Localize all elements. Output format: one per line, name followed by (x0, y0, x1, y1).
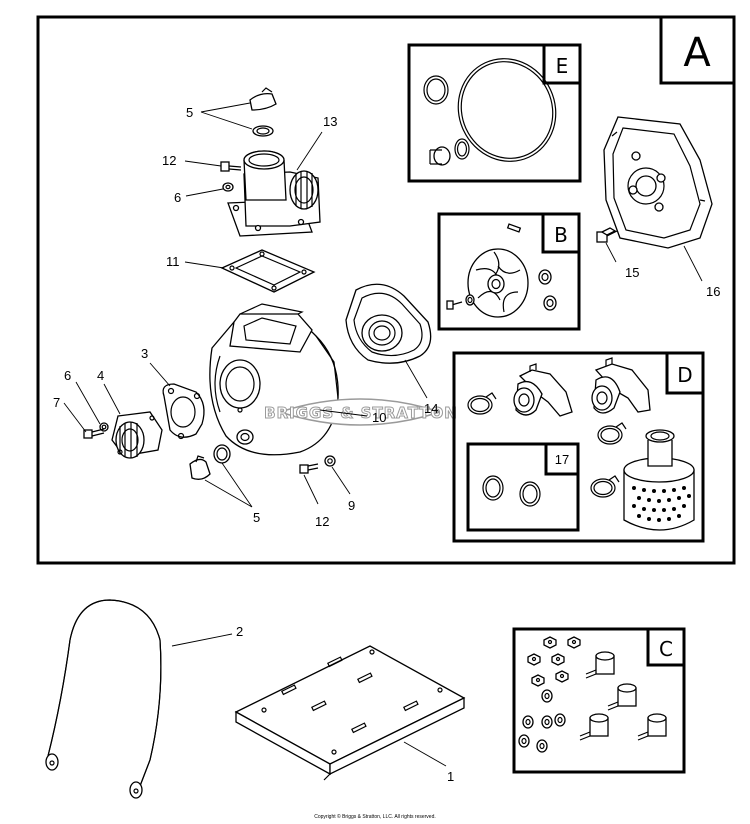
copyright-notice: Copyright © Briggs & Stratton, LLC. All … (314, 813, 436, 820)
callout-16: 16 (706, 284, 720, 299)
part-11-gasket (220, 249, 316, 293)
callout-13: 13 (323, 114, 337, 129)
callout-3: 3 (141, 346, 148, 361)
callout-4: 4 (97, 368, 104, 383)
part-5-drain-plug-icon (189, 444, 231, 480)
hose-barb-2-icon (591, 357, 651, 414)
box-b-label: B (554, 223, 568, 247)
callout-2: 2 (236, 624, 243, 639)
box-a-label-frame (659, 15, 736, 85)
strainer-icon (623, 429, 695, 531)
assembly-a-frame (36, 15, 736, 565)
part-16-adapter-plate (603, 116, 713, 249)
kit-e-o-rings-icon (423, 58, 557, 166)
box-e-label: E (556, 54, 569, 78)
strainer-holes (632, 486, 691, 522)
kit-b: B (437, 212, 581, 331)
part-2-frame-tube (45, 599, 162, 799)
part-3-cover-gasket (162, 383, 205, 440)
kit-e: E (407, 43, 582, 183)
callout-12-bottom: 12 (315, 514, 329, 529)
callout-7: 7 (53, 395, 60, 410)
part-15-bolt-icon (596, 227, 618, 243)
part-14-volute (345, 283, 432, 364)
impeller-icon (446, 223, 557, 318)
part-9-washer-icon (324, 455, 336, 467)
kit-c-washers-icon (518, 689, 566, 753)
part-10-pump-housing (209, 303, 339, 456)
kit-c-nuts-icon (527, 636, 581, 687)
part-1-base-plate (234, 645, 466, 781)
callout-10: 10 (372, 410, 386, 425)
box-d-label: D (677, 363, 692, 387)
watermark-text: BRIGGS & STRATTON (264, 404, 458, 422)
hose-clamp-3-icon (590, 475, 620, 498)
part-6-washer-top-icon (222, 182, 234, 192)
kit-17-gaskets-icon (482, 475, 541, 507)
hose-clamp-icon (467, 392, 497, 415)
kit-c-isolator-mounts-icon (579, 651, 667, 741)
callout-9: 9 (348, 498, 355, 513)
hose-clamp-2-icon (597, 422, 627, 445)
callout-1: 1 (447, 769, 454, 784)
callout-15: 15 (625, 265, 639, 280)
part-12-bolt-top-icon (220, 161, 242, 172)
callout-14: 14 (424, 401, 438, 416)
callout-6-left: 6 (64, 368, 71, 383)
callout-5-top: 5 (186, 105, 193, 120)
hose-barb-1-icon (513, 363, 573, 417)
box-c-label: C (659, 637, 673, 661)
part-12-bolt-bottom-icon (299, 463, 319, 474)
callout-11: 11 (166, 254, 180, 269)
part-7-bolt-icon (83, 428, 105, 439)
callout-5-bottom: 5 (253, 510, 260, 525)
box-17-label: 17 (555, 452, 569, 467)
part-4-inlet-fitting (111, 411, 163, 459)
kit-d: D 17 (452, 351, 705, 543)
kit-c: C (512, 627, 686, 774)
box-a-label: A (683, 30, 711, 76)
callout-6-top: 6 (174, 190, 181, 205)
watermark-logo: BRIGGS & STRATTON (264, 398, 458, 426)
part-13-outlet-elbow (227, 150, 321, 237)
part-5-cap-top-icon (249, 87, 277, 137)
callout-12-top: 12 (162, 153, 176, 168)
